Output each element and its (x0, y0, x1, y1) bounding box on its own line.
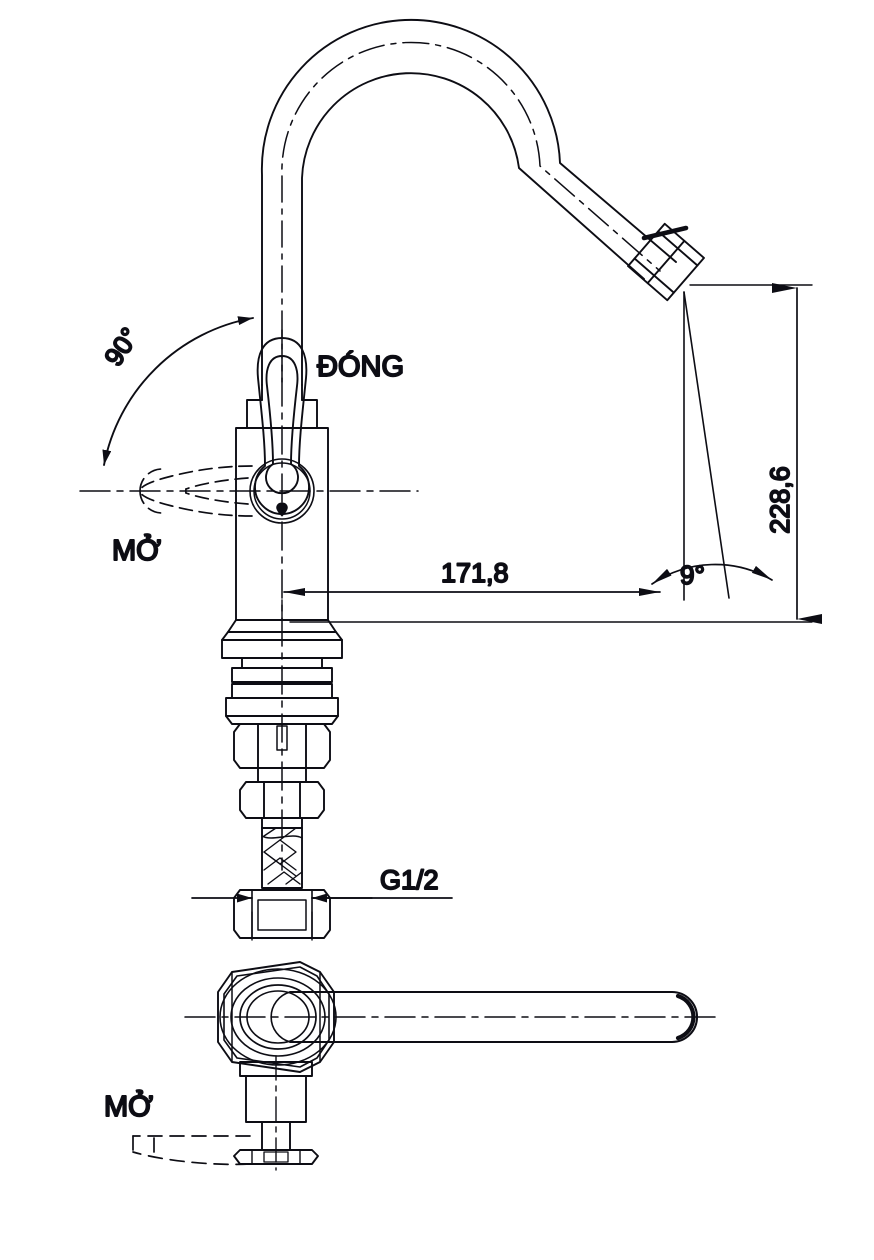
rotation-arc-90 (102, 316, 254, 466)
lever-handle-open-ghost (139, 465, 253, 517)
spout-centreline (281, 41, 661, 383)
dimension-height-label: 228,6 (765, 466, 795, 534)
dimension-height (289, 283, 822, 624)
label-mo-side: MỞ (112, 533, 161, 567)
aerator-collar (627, 222, 705, 302)
lever-open-ghost-plan (132, 1135, 251, 1166)
label-dong: ĐÓNG (317, 350, 404, 383)
braided-hose (261, 827, 303, 889)
gooseneck-spout (260, 18, 677, 386)
top-plan-view (184, 961, 721, 1171)
dimension-reach (281, 588, 661, 621)
dimension-thread-label: G1/2 (380, 865, 439, 895)
mounting-hardware (221, 631, 343, 829)
dimension-spout-angle-label: 9° (680, 560, 705, 590)
dimension-thread (191, 893, 453, 941)
label-mo-top: MỞ (104, 1089, 153, 1123)
dimension-reach-label: 171,8 (441, 558, 509, 588)
angle-90-label: 90° (98, 322, 145, 371)
dimension-spout-angle (651, 291, 773, 601)
